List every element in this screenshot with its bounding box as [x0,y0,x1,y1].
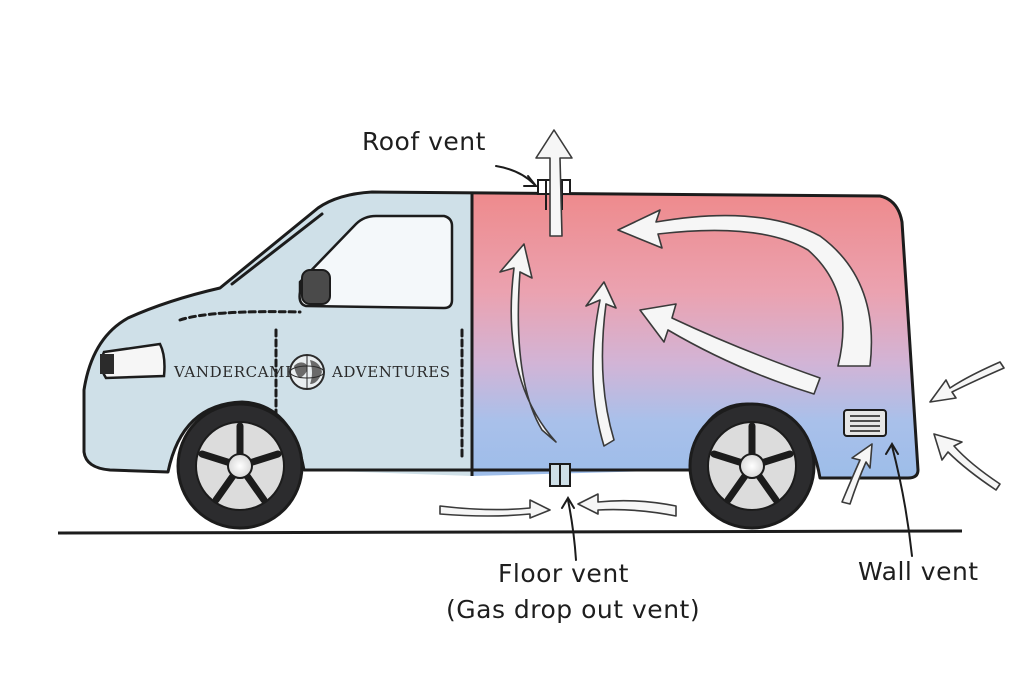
roof-vent-leader [495,165,535,185]
floor-vent-sublabel: (Gas drop out vent) [446,595,700,624]
side-mirror [301,269,331,305]
front-wheel [176,402,304,530]
floor-vent-leader-head [561,496,575,509]
airflow-arrows [439,129,1005,519]
globe-icon [289,354,325,390]
rising-arrow-left [499,243,557,443]
rear-wheel [688,402,816,530]
wall-vent-label: Wall vent [858,557,979,586]
brand-left-text: VANDERCAMP [173,363,296,381]
wall-vent-exit-arrow [841,443,873,505]
roof-vent-label: Roof vent [362,127,486,156]
roof-exit-arrow [535,129,573,237]
wall-vent-grille [843,409,887,437]
rising-arrow-middle [585,281,617,447]
loop-arrow [617,209,873,367]
floor-inlet-arrow-left [439,499,551,519]
brand-right-text: ADVENTURES [331,363,451,381]
diagonal-arrow [639,303,821,395]
wall-inlet-arrow-lower [933,433,1001,491]
wall-vent-leader [891,445,913,557]
ground-line [57,529,963,535]
wall-inlet-arrow-upper [929,361,1005,403]
floor-inlet-arrow-right [577,493,677,517]
floor-vent-label: Floor vent [498,559,629,588]
van-outline [82,190,920,480]
windscreen-line [230,212,324,286]
roof-vent-leader-head [523,175,539,187]
door-trim [178,310,302,322]
cab-window [298,214,454,310]
floor-vent [549,463,571,487]
wall-vent-leader-head [885,442,899,455]
floor-vent-leader [567,499,577,561]
indicator-light [100,354,114,374]
